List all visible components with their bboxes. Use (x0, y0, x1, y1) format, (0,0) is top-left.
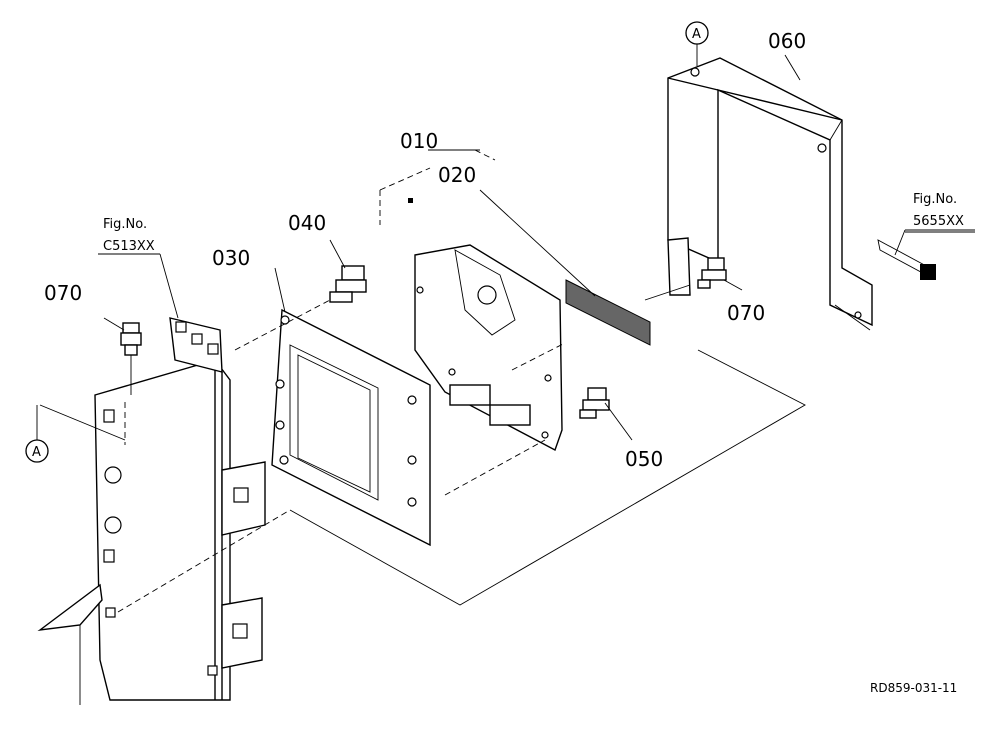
svg-text:C513XX: C513XX (103, 239, 155, 254)
bolt-070-left (103, 317, 142, 395)
callout-a-top: A (685, 21, 709, 66)
harness-connector (877, 231, 975, 280)
svg-text:A: A (692, 27, 701, 42)
part-labels: 010 020 030 040 050 060 070 070 (44, 29, 806, 471)
mounting-bracket (37, 317, 266, 705)
svg-text:A: A (32, 445, 41, 460)
part-label-070-left: 070 (44, 281, 82, 305)
fig-ref-right: Fig.No. 5655XX (894, 192, 975, 256)
part-label-060: 060 (768, 29, 806, 53)
svg-text:Fig.No.: Fig.No. (913, 192, 957, 207)
svg-text:5655XX: 5655XX (913, 214, 964, 229)
part-label-030: 030 (212, 246, 250, 270)
part-label-050: 050 (625, 447, 663, 471)
bolt-070-right (697, 257, 743, 291)
label-020 (479, 189, 651, 346)
part-label-070-right: 070 (727, 301, 765, 325)
fig-ref-left: Fig.No. C513XX (98, 217, 179, 319)
frame-030 (271, 267, 431, 547)
bolt-040 (329, 239, 367, 303)
part-label-040: 040 (288, 211, 326, 235)
drawing-number: RD859-031-11 (870, 681, 957, 695)
bolt-050 (579, 387, 633, 441)
svg-text:Fig.No.: Fig.No. (103, 217, 147, 232)
assembly-phantom-lines (117, 284, 871, 613)
part-label-010: 010 (400, 129, 438, 153)
part-label-020: 020 (438, 163, 476, 187)
controller-unit-010 (379, 149, 563, 451)
callout-a-left: A (25, 405, 49, 463)
